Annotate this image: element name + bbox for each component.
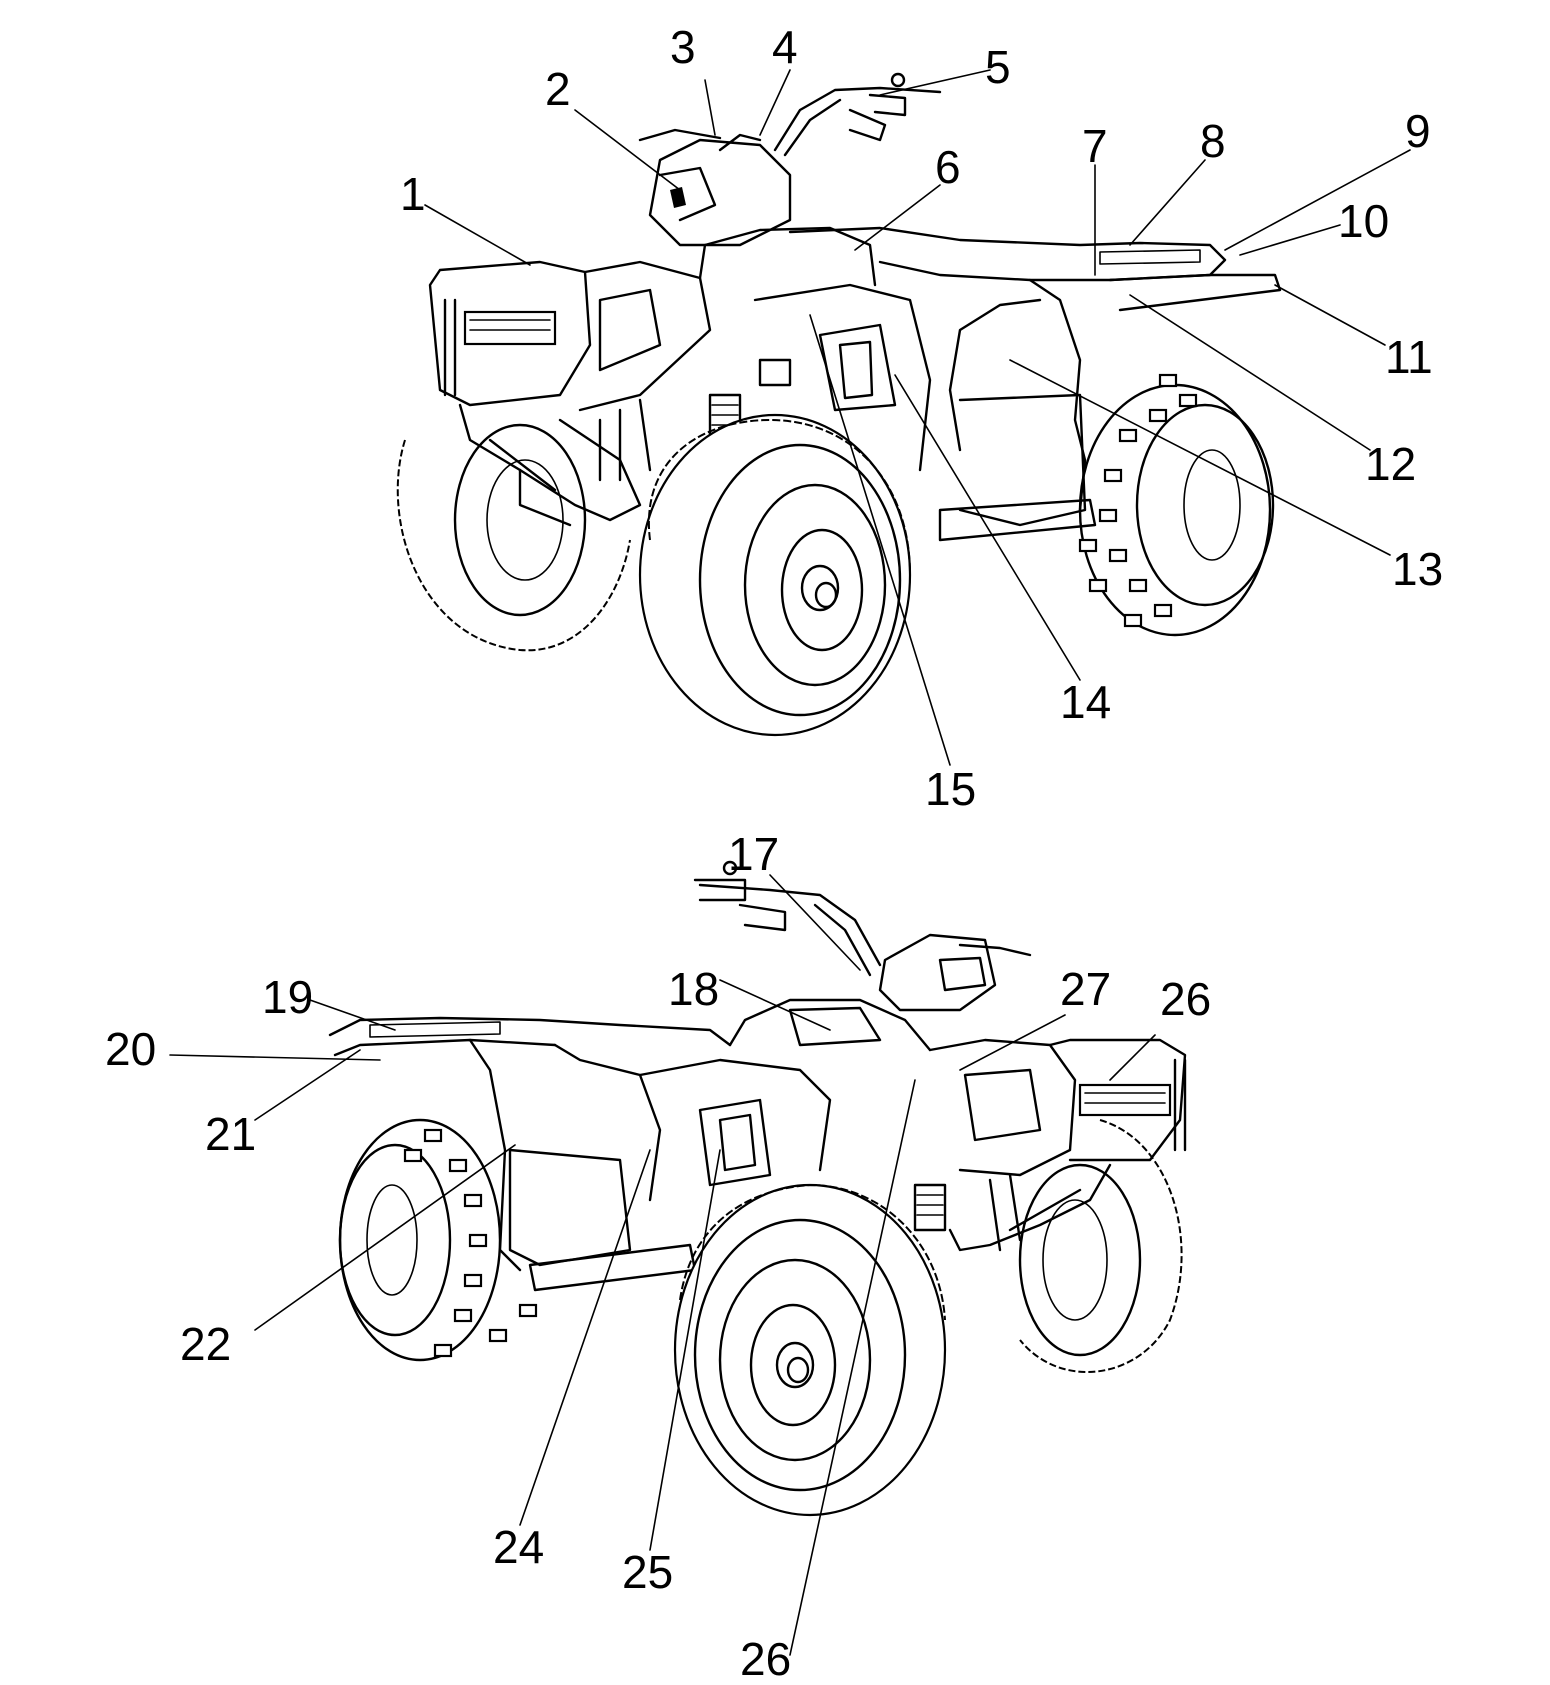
atv-top-rear-wheel <box>1078 373 1275 637</box>
callout-top-2: 2 <box>545 63 571 115</box>
callout-top-7: 7 <box>1082 120 1108 172</box>
top-leader-lines <box>424 69 1411 766</box>
atv-bottom-body <box>328 860 1187 1292</box>
callout-top-1: 1 <box>400 168 426 220</box>
callout-bottom-26-upper: 26 <box>1160 973 1211 1025</box>
atv-top-front-right-wheel <box>638 413 912 737</box>
callout-numbers: 1 2 3 4 5 6 7 8 9 10 11 12 13 14 15 17 1… <box>105 21 1443 1685</box>
atv-bottom-rear-wheel <box>338 1118 538 1362</box>
callout-top-6: 6 <box>935 141 961 193</box>
callout-bottom-17: 17 <box>728 828 779 880</box>
callout-top-14: 14 <box>1060 676 1111 728</box>
callout-bottom-26-lower: 26 <box>740 1633 791 1680</box>
atv-bottom-front-right-wheel <box>673 1183 947 1517</box>
callout-bottom-19: 19 <box>262 971 313 1023</box>
callout-top-11: 11 <box>1385 331 1433 383</box>
callout-top-4: 4 <box>772 21 798 73</box>
callout-top-10: 10 <box>1338 195 1389 247</box>
atv-top-view <box>396 72 1282 737</box>
callout-bottom-25: 25 <box>622 1546 673 1598</box>
callout-top-8: 8 <box>1200 115 1226 167</box>
atv-bottom-view <box>328 860 1187 1517</box>
atv-top-body <box>428 72 1282 542</box>
bottom-leader-lines <box>169 874 1156 1656</box>
callout-top-3: 3 <box>670 21 696 73</box>
callout-bottom-27: 27 <box>1060 963 1111 1015</box>
callout-top-12: 12 <box>1365 438 1416 490</box>
atv-top-front-left-wheel <box>396 423 631 652</box>
atv-bottom-front-left-wheel <box>1018 1119 1183 1373</box>
callout-top-9: 9 <box>1405 105 1431 157</box>
callout-top-15: 15 <box>925 763 976 815</box>
callout-top-13: 13 <box>1392 543 1443 595</box>
callout-top-5: 5 <box>985 41 1011 93</box>
callout-bottom-22: 22 <box>180 1318 231 1370</box>
callout-bottom-18: 18 <box>668 963 719 1015</box>
callout-bottom-21: 21 <box>205 1108 256 1160</box>
callout-bottom-24: 24 <box>493 1521 544 1573</box>
callout-bottom-20: 20 <box>105 1023 156 1075</box>
